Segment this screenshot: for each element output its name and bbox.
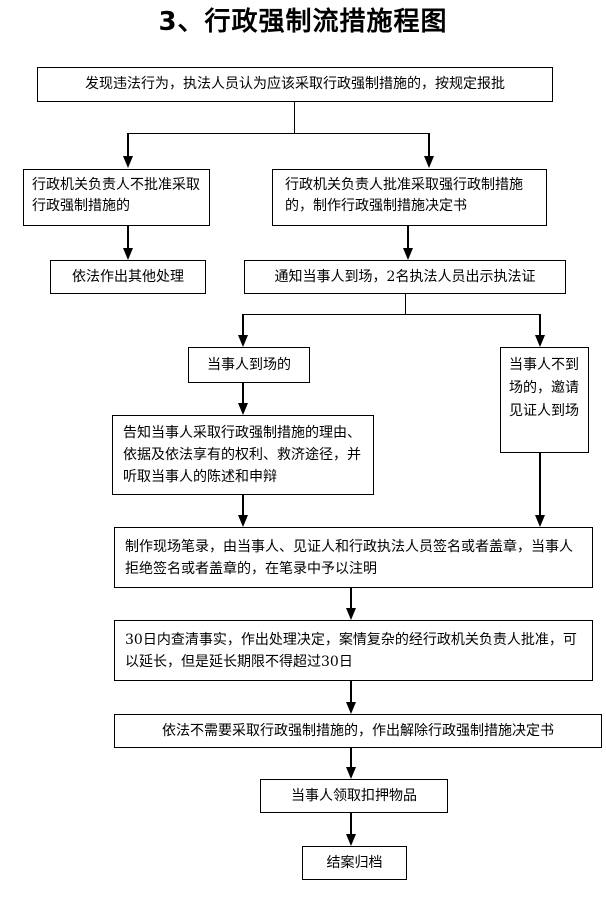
approve-node-text: 行政机关负责人批准采取强行政制措施的，制作行政强制措施决定书 <box>285 177 523 214</box>
inform-node: 告知当事人采取行政强制措施的理由、依据及依法享有的权利、救济途径，并听取当事人的… <box>112 415 374 495</box>
close-node-text: 结案归档 <box>326 854 383 871</box>
other-handling-node: 依法作出其他处理 <box>50 260 206 294</box>
connector <box>127 226 129 249</box>
connector <box>539 453 541 516</box>
release-node: 依法不需要采取行政强制措施的，作出解除行政强制措施决定书 <box>114 714 602 748</box>
connector <box>127 133 129 157</box>
arrow-down-icon <box>346 834 356 846</box>
not-approve-node: 行政机关负责人不批准采取行政强制措施的 <box>23 169 210 226</box>
arrow-down-icon <box>346 702 356 714</box>
approve-node: 行政机关负责人批准采取强行政制措施的，制作行政强制措施决定书 <box>272 169 547 226</box>
start-node-text: 发现违法行为，执法人员认为应该采取行政强制措施的，按规定报批 <box>85 76 505 92</box>
absent-node-text: 当事人不到场的，邀请见证人到场 <box>509 357 579 419</box>
other-handling-node-text: 依法作出其他处理 <box>72 268 184 285</box>
arrow-down-icon <box>346 608 356 620</box>
absent-node: 当事人不到场的，邀请见证人到场 <box>500 347 589 453</box>
arrow-down-icon <box>424 156 434 168</box>
connector <box>242 383 244 404</box>
connector <box>242 495 244 516</box>
present-node: 当事人到场的 <box>188 347 310 383</box>
page-title: 3、行政强制流措施程图 <box>158 7 448 37</box>
connector <box>350 748 352 768</box>
record-node-text: 制作现场笔录，由当事人、见证人和行政执法人员签名或者盖章，当事人拒绝签名或者盖章… <box>125 539 573 577</box>
collect-node: 当事人领取扣押物品 <box>260 779 448 813</box>
notify-node: 通知当事人到场，2名执法人员出示执法证 <box>244 260 566 294</box>
arrow-down-icon <box>238 335 248 347</box>
arrow-down-icon <box>535 515 545 527</box>
arrow-down-icon <box>238 403 248 415</box>
release-node-text: 依法不需要采取行政强制措施的，作出解除行政强制措施决定书 <box>162 722 554 739</box>
start-node: 发现违法行为，执法人员认为应该采取行政强制措施的，按规定报批 <box>37 67 553 102</box>
collect-node-text: 当事人领取扣押物品 <box>291 787 417 804</box>
connector <box>350 813 352 835</box>
record-node: 制作现场笔录，由当事人、见证人和行政执法人员签名或者盖章，当事人拒绝签名或者盖章… <box>114 527 593 588</box>
inform-node-text: 告知当事人采取行政强制措施的理由、依据及依法享有的权利、救济途径，并听取当事人的… <box>123 425 361 485</box>
connector <box>350 681 352 703</box>
close-node: 结案归档 <box>302 846 407 880</box>
present-node-text: 当事人到场的 <box>207 356 291 373</box>
arrow-down-icon <box>123 248 133 260</box>
connector <box>242 314 244 336</box>
arrow-down-icon <box>535 335 545 347</box>
arrow-down-icon <box>238 515 248 527</box>
connector <box>405 294 406 314</box>
connector <box>294 102 295 133</box>
connector <box>127 133 429 134</box>
decide-node-text: 30日内查清事实，作出处理决定，案情复杂的经行政机关负责人批准，可以延长，但是延… <box>125 632 577 670</box>
arrow-down-icon <box>123 156 133 168</box>
connector <box>407 226 409 249</box>
connector <box>242 314 540 315</box>
decide-node: 30日内查清事实，作出处理决定，案情复杂的经行政机关负责人批准，可以延长，但是延… <box>114 620 593 681</box>
arrow-down-icon <box>403 248 413 260</box>
arrow-down-icon <box>346 767 356 779</box>
not-approve-node-text: 行政机关负责人不批准采取行政强制措施的 <box>32 177 200 214</box>
connector <box>428 133 430 157</box>
notify-node-text: 通知当事人到场，2名执法人员出示执法证 <box>274 268 536 285</box>
connector <box>350 588 352 609</box>
connector <box>539 314 541 336</box>
